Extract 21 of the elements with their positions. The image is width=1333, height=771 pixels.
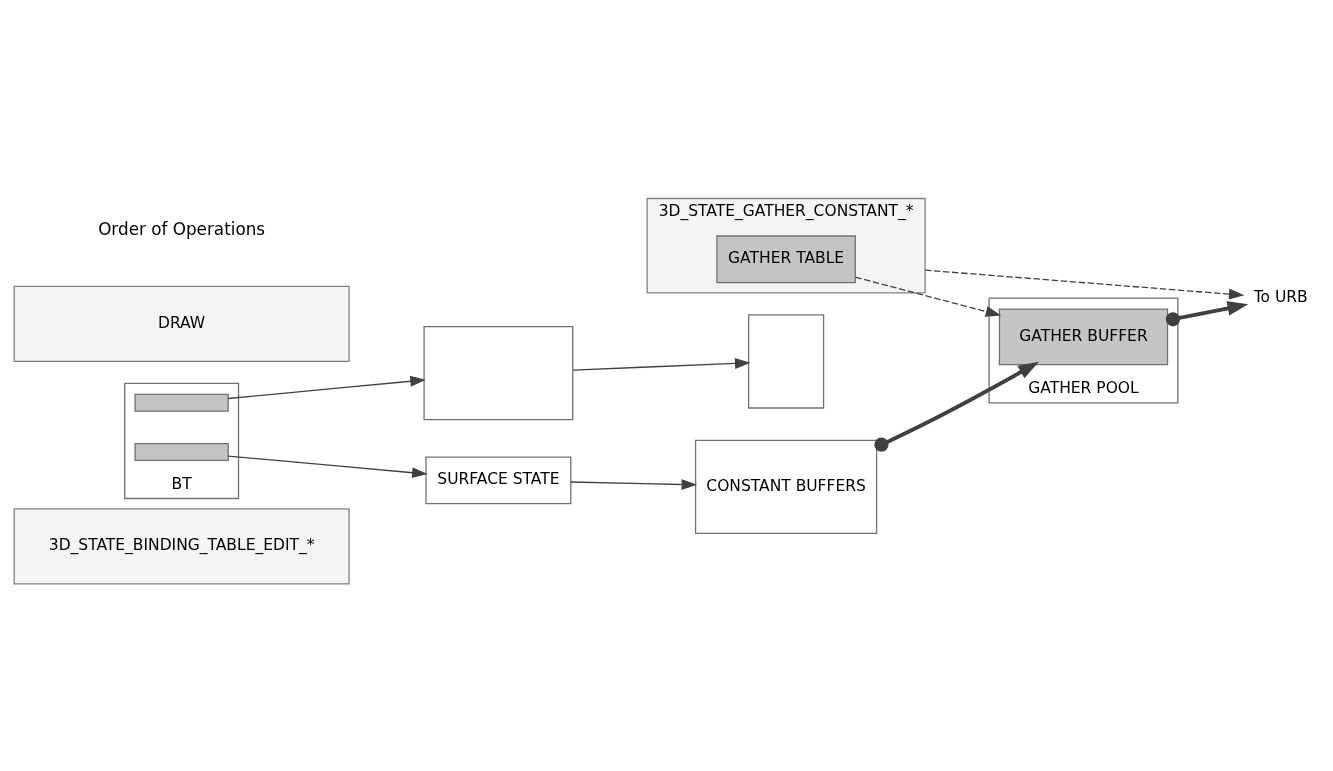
arrow (227, 375, 426, 399)
node-box: DRAW (13, 285, 350, 362)
arrow (572, 357, 751, 371)
label: Order of Operations (98, 218, 266, 239)
arrow (874, 361, 1039, 452)
node-bar (134, 393, 229, 412)
node-box: 3D_STATE_BINDING_TABLE_EDIT_* (13, 507, 350, 584)
node-box: GATHER BUFFER (998, 307, 1169, 365)
node-box (747, 313, 825, 409)
cluster: BT (124, 382, 240, 499)
arrow (570, 478, 698, 490)
node-text: To URB (1253, 287, 1308, 306)
arrow (924, 269, 1245, 300)
arrow (854, 276, 1002, 317)
arrow (227, 454, 428, 478)
node-box: SURFACE STATE (425, 455, 572, 504)
node-box (423, 325, 574, 420)
node-bar (134, 442, 229, 461)
arrow (1165, 300, 1249, 326)
node-box: GATHER TABLE (716, 234, 856, 283)
node-box: CONSTANT BUFFERS (694, 439, 878, 534)
